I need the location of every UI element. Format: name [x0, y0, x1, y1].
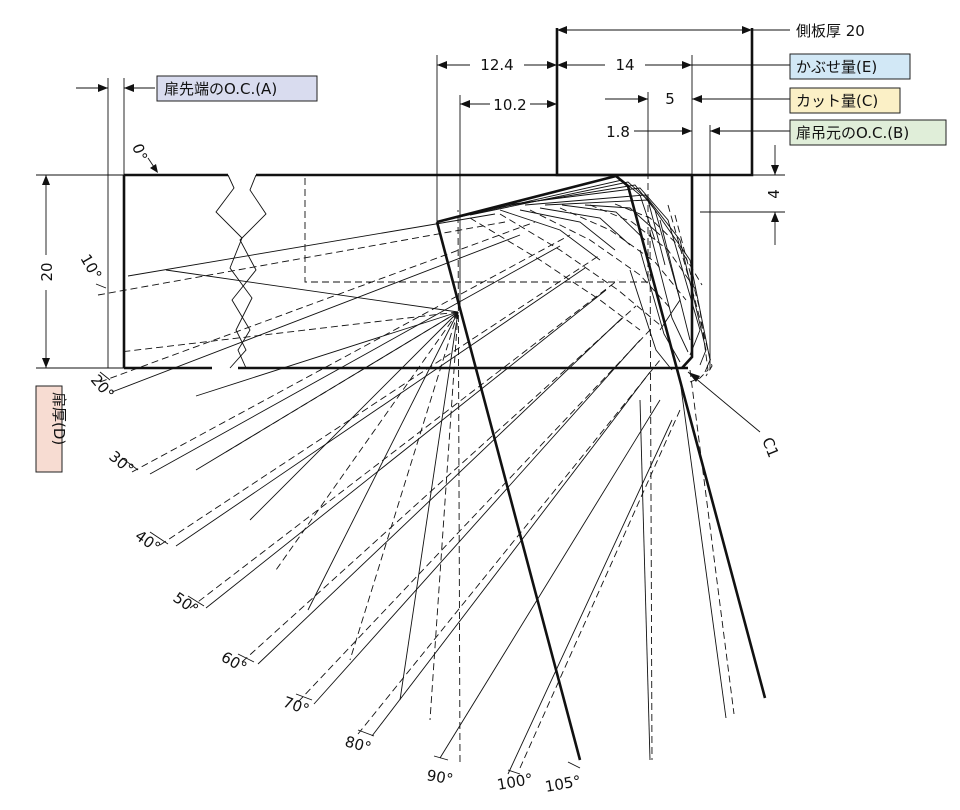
arrowheads — [42, 26, 779, 382]
dim-12-4-label: 12.4 — [480, 56, 513, 74]
callout-door-thickness-text: 扉厚(D) — [50, 392, 68, 445]
dim-5-label: 5 — [665, 90, 675, 108]
angle-0-label: 0° — [128, 141, 151, 163]
callout-door-thickness: 扉厚(D) — [35, 385, 68, 473]
swing-lines-hinge-side — [119, 229, 735, 761]
dim-10-2-label: 10.2 — [493, 96, 526, 114]
angle-50-label: 50° — [170, 589, 202, 619]
cup-hole-outline — [304, 178, 649, 283]
door-closed-outline — [122, 173, 694, 370]
dim-4-label: 4 — [765, 189, 783, 199]
angle-labels: 0° 10° 20° 30° 40° 50° 60° 70° 80° 90° 1… — [77, 141, 583, 796]
angle-10-label: 10° — [77, 251, 106, 283]
callout-overlay: かぶせ量(E) — [789, 53, 911, 80]
angle-60-label: 60° — [218, 648, 250, 677]
callout-overlay-text: かぶせ量(E) — [796, 58, 877, 76]
callout-hinge-side-oc-text: 扉吊元のO.C.(B) — [796, 124, 909, 142]
angle-90-label: 90° — [425, 766, 454, 788]
door-open-105 — [435, 174, 767, 761]
callout-cut-amount-text: カット量(C) — [796, 92, 878, 110]
intermediate-door-positions — [454, 179, 713, 383]
angle-20-label: 20° — [87, 371, 118, 403]
chamfer-c1-label: C1 — [758, 435, 782, 460]
angle-105-label: 105° — [544, 772, 583, 796]
angle-100-label: 100° — [496, 770, 535, 794]
angle-80-label: 80° — [343, 732, 373, 756]
dim-14-label: 14 — [615, 56, 634, 74]
callout-hinge-side-oc: 扉吊元のO.C.(B) — [789, 119, 947, 146]
dim-1-8-label: 1.8 — [606, 123, 630, 141]
angle-70-label: 70° — [281, 693, 312, 719]
angle-40-label: 40° — [132, 527, 164, 557]
dim-20-label: 20 — [38, 262, 56, 281]
side-panel-thickness-label: 側板厚 20 — [796, 22, 865, 40]
angle-30-label: 30° — [105, 447, 137, 478]
callout-door-tip-oc-text: 扉先端のO.C.(A) — [164, 80, 277, 98]
side-panel — [555, 28, 754, 177]
callout-door-tip-oc: 扉先端のO.C.(A) — [156, 75, 318, 102]
callout-cut-amount: カット量(C) — [789, 87, 901, 114]
swing-lines-door-tip — [97, 209, 681, 775]
dimension-lines — [36, 29, 790, 433]
